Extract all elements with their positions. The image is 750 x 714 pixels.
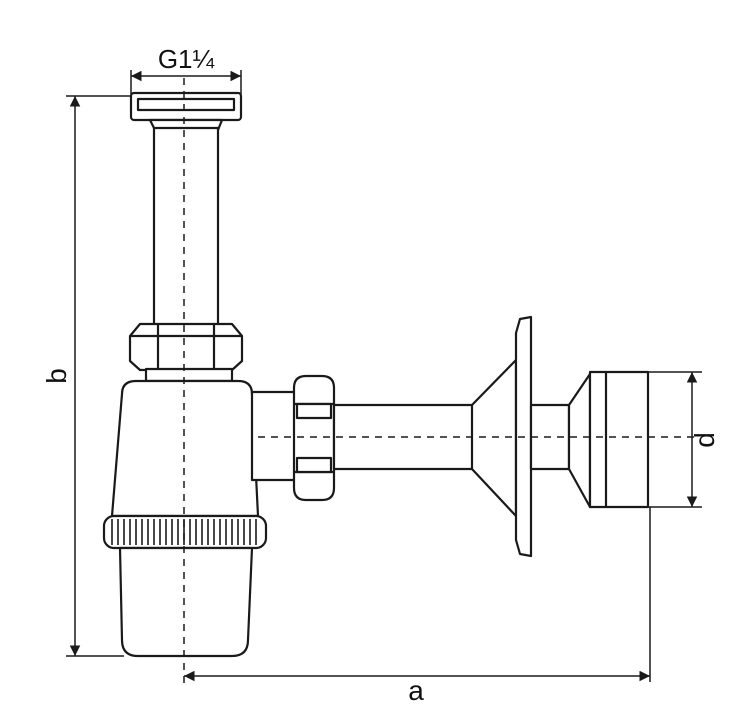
bottom-cup xyxy=(118,546,254,658)
dim-a-label: a xyxy=(408,675,424,706)
wall-socket xyxy=(588,370,650,509)
knurl-pattern xyxy=(111,519,257,545)
thread-size-label: G1¼ xyxy=(158,44,215,74)
wall-flange xyxy=(470,315,533,558)
reducer xyxy=(567,372,592,509)
outlet-stub xyxy=(250,390,298,482)
knurled-ring xyxy=(102,514,268,550)
dim-d-label: d xyxy=(689,432,720,448)
dim-b-label: b xyxy=(41,368,72,384)
outlet-nut xyxy=(292,374,336,502)
inlet-nut xyxy=(128,322,244,372)
inlet-cap xyxy=(129,91,243,132)
inlet-pipe xyxy=(152,126,220,327)
trap-body xyxy=(110,379,260,518)
neck-ring xyxy=(144,367,234,383)
